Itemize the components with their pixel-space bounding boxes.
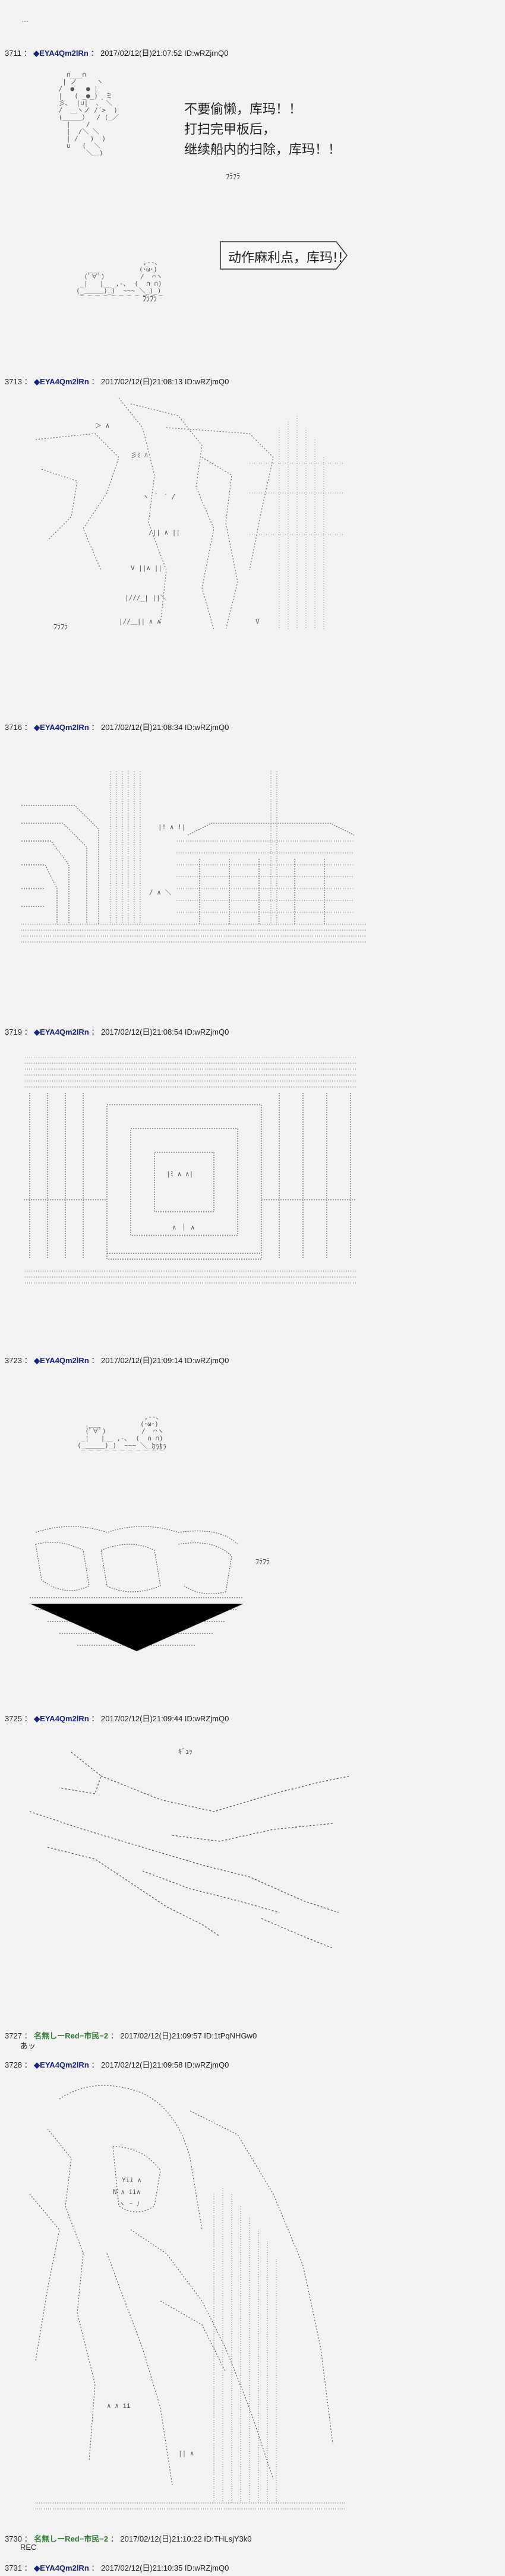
svg-text:/ ∧ ＼: / ∧ ＼ bbox=[149, 889, 172, 896]
post-meta: 2017/02/12(日)21:10:22 ID:THLsjY3k0 bbox=[120, 2534, 252, 2543]
post-number: 3727 bbox=[5, 2031, 22, 2040]
svg-text:|ﾐ ∧ ∧|: |ﾐ ∧ ∧| bbox=[166, 1170, 193, 1178]
post-author[interactable]: ◆EYA4Qm2lRn bbox=[34, 723, 89, 732]
post-header: 3723 ： ◆EYA4Qm2lRn ： 2017/02/12(日)21:09:… bbox=[5, 1356, 229, 1365]
post-author[interactable]: ◆EYA4Qm2lRn bbox=[34, 1356, 89, 1365]
post-header: 3711 ： ◆EYA4Qm2lRn ： 2017/02/12(日)21:07:… bbox=[5, 49, 229, 58]
post-meta: 2017/02/12(日)21:10:35 ID:wRZjmQ0 bbox=[101, 2564, 229, 2572]
svg-text:N ∧ ii∧: N ∧ ii∧ bbox=[113, 2188, 140, 2196]
post-meta: 2017/02/12(日)21:08:54 ID:wRZjmQ0 bbox=[101, 1028, 229, 1036]
post-header: 3719 ： ◆EYA4Qm2lRn ： 2017/02/12(日)21:08:… bbox=[5, 1028, 229, 1036]
post-author[interactable]: ◆EYA4Qm2lRn bbox=[34, 2564, 89, 2572]
svg-text:|//＿|| ∧ ∧: |//＿|| ∧ ∧ bbox=[119, 618, 161, 625]
post-body: REC bbox=[20, 2543, 37, 2552]
speech-line: 打扫完甲板后， bbox=[184, 122, 276, 137]
post-header: 3730 ： 名無しーRed−市民−2 ： 2017/02/12(日)21:10… bbox=[5, 2534, 252, 2543]
post-header: 3728 ： ◆EYA4Qm2lRn ： 2017/02/12(日)21:09:… bbox=[5, 2060, 229, 2069]
post-author[interactable]: 名無しーRed−市民−2 bbox=[34, 2031, 109, 2040]
ascii-art-closeup bbox=[29, 1526, 244, 1652]
ascii-art-hand bbox=[29, 1752, 351, 1949]
post-number: 3731 bbox=[5, 2564, 22, 2572]
svg-text:＞ ∧: ＞ ∧ bbox=[95, 422, 109, 429]
speech-callout: 动作麻利点，库玛!! bbox=[220, 241, 348, 270]
callout-text: 动作麻利点，库玛!! bbox=[228, 251, 343, 265]
post-author[interactable]: ◆EYA4Qm2lRn bbox=[34, 1028, 89, 1036]
top-mark: … bbox=[21, 15, 29, 24]
post-meta: 2017/02/12(日)21:08:34 ID:wRZjmQ0 bbox=[101, 723, 229, 732]
post-meta: 2017/02/12(日)21:09:57 ID:1tPqNHGw0 bbox=[120, 2031, 257, 2040]
post-number: 3719 bbox=[5, 1028, 22, 1036]
svg-text:|| ∧: || ∧ bbox=[178, 2449, 194, 2457]
ascii-art-ship: |! ∧ !| / ∧ ＼ bbox=[21, 771, 366, 943]
svg-text:ヽ ｀ ´ /: ヽ ｀ ´ / bbox=[143, 492, 175, 501]
post-author[interactable]: 名無しーRed−市民−2 bbox=[34, 2534, 109, 2543]
speech-line: 继续船内的扫除，库玛！！ bbox=[184, 143, 342, 157]
post-number: 3711 bbox=[5, 49, 21, 58]
post-number: 3716 bbox=[5, 723, 22, 732]
svg-text:∧ ｜ ∧: ∧ ｜ ∧ bbox=[172, 1224, 195, 1231]
post-author[interactable]: ◆EYA4Qm2lRn bbox=[33, 49, 89, 58]
post-header: 3713 ： ◆EYA4Qm2lRn ： 2017/02/12(日)21:08:… bbox=[5, 377, 229, 386]
post-author[interactable]: ◆EYA4Qm2lRn bbox=[34, 377, 89, 386]
post-header: 3725 ： ◆EYA4Qm2lRn ： 2017/02/12(日)21:09:… bbox=[5, 1714, 229, 1723]
ascii-art-character-large: Yii ∧ N ∧ ii∧ ヽ ｰ ﾉ ∧ ∧ ii || ∧ bbox=[29, 2085, 345, 2509]
post-header: 3716 ： ◆EYA4Qm2lRn ： 2017/02/12(日)21:08:… bbox=[5, 723, 229, 732]
ascii-art-characters-small: ,--､ ___ (･ω･) (ﾟ∀ﾟ) / ⌒ヽ _| |__ ,-､ ( ∩… bbox=[76, 258, 163, 302]
post-meta: 2017/02/12(日)21:09:44 ID:wRZjmQ0 bbox=[101, 1714, 229, 1723]
ascii-art-character: ∩___∩ | ノ ヽ / ● ● | | ( _●_) ミ 彡､ |∪| ､｀… bbox=[58, 71, 119, 157]
svg-text:V: V bbox=[255, 618, 260, 625]
post-meta: 2017/02/12(日)21:09:14 ID:wRZjmQ0 bbox=[101, 1356, 229, 1365]
sound-effect: ﾌﾗﾌﾗ bbox=[143, 295, 157, 303]
post-meta: 2017/02/12(日)21:09:58 ID:wRZjmQ0 bbox=[101, 2060, 229, 2069]
post-meta: 2017/02/12(日)21:08:13 ID:wRZjmQ0 bbox=[101, 377, 229, 386]
svg-text:/|| ∧ ||: /|| ∧ || bbox=[149, 529, 180, 536]
speech-line: 不要偷懒，库玛！！ bbox=[184, 102, 302, 117]
svg-text:彡ﾐ ﾊ: 彡ﾐ ﾊ bbox=[131, 451, 148, 459]
svg-text:ヽ ｰ ﾉ: ヽ ｰ ﾉ bbox=[119, 2200, 140, 2208]
sound-effect: ﾌﾗﾌﾗ bbox=[255, 1557, 270, 1566]
post-author[interactable]: ◆EYA4Qm2lRn bbox=[34, 2060, 89, 2069]
svg-text:|! ∧ !|: |! ∧ !| bbox=[158, 823, 185, 831]
sound-effect: ｷﾞｭｯ bbox=[178, 1747, 193, 1756]
post-header: 3727 ： 名無しーRed−市民−2 ： 2017/02/12(日)21:09… bbox=[5, 2031, 257, 2040]
sound-effect: ﾌﾗﾌﾗ bbox=[226, 172, 241, 181]
svg-text:Yii ∧: Yii ∧ bbox=[122, 2176, 141, 2184]
sound-effect: ﾌﾗﾌﾗ bbox=[152, 1443, 167, 1451]
post-number: 3713 bbox=[5, 377, 22, 386]
post-header: 3731 ： ◆EYA4Qm2lRn ： 2017/02/12(日)21:10:… bbox=[5, 2564, 229, 2572]
post-number: 3728 bbox=[5, 2060, 22, 2069]
ascii-art-structure: |ﾐ ∧ ∧| ∧ ｜ ∧ bbox=[24, 1057, 356, 1284]
svg-text:∧ ∧ ii: ∧ ∧ ii bbox=[107, 2402, 131, 2410]
post-number: 3730 bbox=[5, 2534, 22, 2543]
sound-effect: ﾌﾗﾌﾗ bbox=[53, 622, 68, 631]
post-number: 3725 bbox=[5, 1714, 22, 1723]
svg-text:|///_| ||＼: |///_| ||＼ bbox=[125, 594, 167, 602]
ascii-art-figure: ＞ ∧ 彡ﾐ ﾊ ヽ ｀ ´ / /|| ∧ || V ||∧ || |///_… bbox=[35, 397, 345, 630]
post-meta: 2017/02/12(日)21:07:52 ID:wRZjmQ0 bbox=[100, 49, 229, 58]
post-author[interactable]: ◆EYA4Qm2lRn bbox=[34, 1714, 89, 1723]
svg-text:V ||∧ ||: V ||∧ || bbox=[131, 564, 162, 572]
post-body: あッ bbox=[20, 2041, 36, 2050]
ascii-art-characters-small: ,--､ ___ (･ω･) (ﾟ∀ﾟ) / ⌒ヽ _| |__ ,-､ ( ∩… bbox=[77, 1413, 164, 1456]
post-number: 3723 bbox=[5, 1356, 22, 1365]
